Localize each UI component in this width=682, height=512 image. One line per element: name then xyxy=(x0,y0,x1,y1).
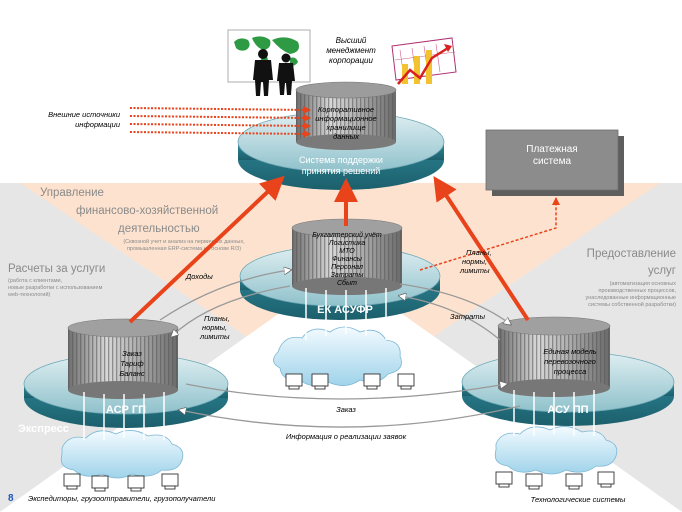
fin-mgmt-title-3: деятельностью xyxy=(118,223,200,235)
world-map-icon xyxy=(227,29,311,83)
warehouse-label-3: хранилище xyxy=(325,123,365,132)
erp-module-1: Бухгалтерский учёт xyxy=(312,231,382,239)
dss-label-2: принятия решений xyxy=(302,166,381,176)
billing-cyl-label-3: Баланс xyxy=(119,369,144,378)
flow-plans-left-3: лимиты xyxy=(199,332,230,341)
services-sub-2: производственных процессов, xyxy=(598,288,676,294)
erp-module-2: Логистика xyxy=(328,240,366,247)
warehouse-label-1: Корпоративное xyxy=(318,105,374,114)
services-cylinder xyxy=(497,316,611,397)
billing-label: АСР ГП xyxy=(106,404,146,416)
billing-sub-2: новые разработки с использованием xyxy=(8,285,103,291)
dss-label-1: Система поддержки xyxy=(299,155,383,165)
forwarders-label: Экспедиторы, грузоотправители, грузополу… xyxy=(28,494,216,503)
flow-plans-left-1: Планы, xyxy=(204,314,230,323)
payment-system-label-1: Платежная xyxy=(526,144,577,155)
flow-order: Заказ xyxy=(336,405,356,414)
billing-sub-1: (работа с клиентами, xyxy=(8,278,63,284)
flow-plans-left-2: нормы, xyxy=(202,323,227,332)
warehouse-label-2: информационное xyxy=(315,114,376,123)
erp-module-5: Персонал xyxy=(331,264,363,271)
flow-plans-right-3: лимиты xyxy=(459,266,490,275)
center-terminals xyxy=(285,373,415,390)
flow-plans-right-1: Планы, xyxy=(466,248,492,257)
managers-icon xyxy=(253,49,295,96)
services-title-2: услуг xyxy=(648,265,676,277)
external-sources-label-1: Внешние источники xyxy=(48,110,121,119)
fin-mgmt-title-2: финансово-хозяйственной xyxy=(76,205,218,217)
management-label-2: менеджмент xyxy=(326,46,376,55)
services-cyl-label-3: процесса xyxy=(554,367,587,376)
billing-cyl-label-2: Тариф xyxy=(120,359,144,368)
fin-mgmt-sub-2: промышленная ERP-система на основе R/3) xyxy=(127,246,241,252)
billing-cylinder xyxy=(67,318,179,399)
services-sub-3: унаследованные информационные xyxy=(585,295,676,301)
express-label: Экспресс xyxy=(18,423,69,435)
billing-sub-3: web-технологий) xyxy=(7,291,51,298)
flow-income: Доходы xyxy=(185,272,213,281)
flow-info: Информация о реализации заявок xyxy=(286,432,407,441)
network-links xyxy=(83,288,595,440)
erp-module-7: Сбыт xyxy=(337,279,357,287)
management-label-1: Высший xyxy=(336,36,367,45)
payment-system-box xyxy=(485,129,624,196)
services-label: АСУ ПП xyxy=(547,404,588,416)
tech-systems-label: Технологические системы xyxy=(531,495,626,504)
services-sub-1: (автоматизация основных xyxy=(610,281,677,287)
services-cyl-label-2: перевозочного xyxy=(544,357,596,366)
right-network-cloud xyxy=(494,426,618,475)
billing-cyl-label-1: Заказ xyxy=(122,349,142,358)
erp-module-4: Финансы xyxy=(332,256,363,263)
billing-title: Расчеты за услуги xyxy=(8,263,105,275)
erp-label: ЕК АСУФР xyxy=(317,304,373,316)
warehouse-label-4: данных xyxy=(333,132,359,141)
left-network-cloud xyxy=(60,430,184,479)
right-terminals xyxy=(495,471,615,490)
flow-plans-right-2: нормы, xyxy=(462,257,487,266)
management-label-3: корпорации xyxy=(329,56,373,65)
erp-cylinder xyxy=(291,218,403,295)
erp-module-3: МТО xyxy=(339,248,355,255)
growth-chart-icon xyxy=(391,37,457,85)
payment-link xyxy=(419,197,560,271)
data-flow-arrows xyxy=(128,175,530,324)
flow-arcs xyxy=(159,270,521,428)
external-sources-label-2: информации xyxy=(75,120,121,129)
payment-system-label-2: система xyxy=(533,156,571,167)
page-number: 8 xyxy=(8,493,14,504)
services-cyl-label-1: Единая модель xyxy=(543,347,596,356)
left-terminals xyxy=(63,473,179,492)
flow-costs: Затраты xyxy=(450,312,486,321)
fin-mgmt-sub-1: (Сквозной учет и анализ на первичных дан… xyxy=(123,238,245,245)
services-title-1: Предоставление xyxy=(587,248,676,260)
fin-mgmt-title-1: Управление xyxy=(40,187,104,199)
data-warehouse-cylinder xyxy=(295,81,397,150)
services-sub-4: системы собственной разработки) xyxy=(588,301,676,308)
erp-module-6: Затраты xyxy=(331,272,365,279)
